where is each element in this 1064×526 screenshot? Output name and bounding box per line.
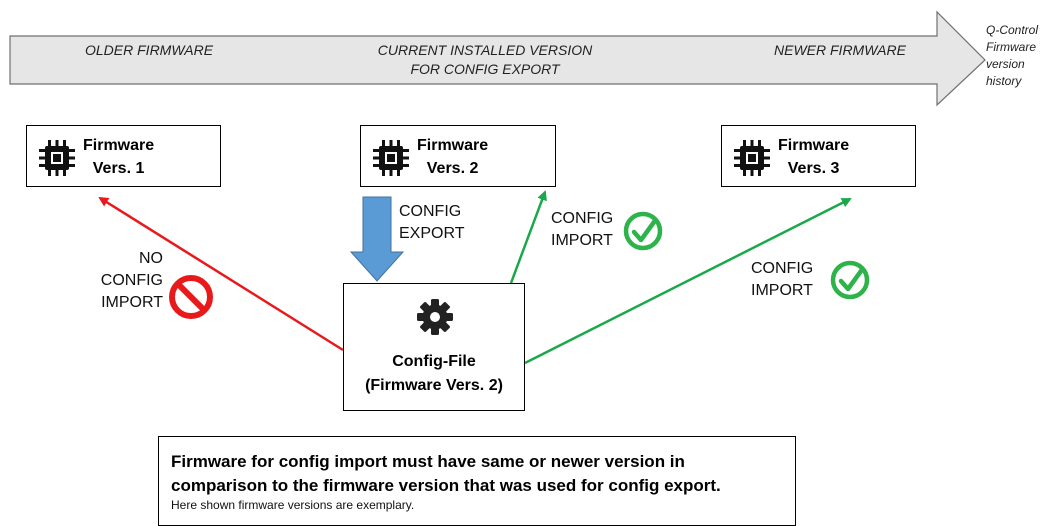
chip-icon [39, 140, 75, 176]
version-history-label: Q-Control Firmware version history [986, 22, 1064, 90]
firmware-label: Firmware Vers. 1 [83, 134, 154, 180]
history-line: version [986, 57, 1025, 71]
no-import-arrow [98, 196, 344, 352]
firmware-box-vers1: Firmware Vers. 1 [26, 125, 221, 187]
label-line: IMPORT [751, 282, 813, 299]
gear-icon [417, 299, 453, 335]
check-icon [623, 211, 663, 251]
firmware-label-line1: Firmware [778, 137, 850, 154]
config-export-label: CONFIG EXPORT [399, 201, 465, 245]
firmware-label-line1: Firmware [83, 137, 155, 154]
chip-icon [373, 140, 409, 176]
config-import-label-vers3: CONFIG IMPORT [751, 258, 813, 302]
label-line: CONFIG [751, 260, 814, 277]
forbidden-icon [169, 275, 213, 319]
history-line: Q-Control [986, 23, 1039, 37]
note-line: Firmware for config import must have sam… [171, 452, 685, 471]
newer-firmware-label: NEWER FIRMWARE [774, 42, 906, 58]
config-file-label: Config-File (Firmware Vers. 2) [344, 350, 524, 398]
config-file-title: Config-File [392, 353, 476, 370]
import-arrow-vers3 [524, 197, 852, 365]
firmware-version-label: Vers. 3 [787, 160, 840, 177]
no-config-import-label: NO CONFIG IMPORT [93, 248, 163, 314]
firmware-label-line1: Firmware [417, 137, 489, 154]
config-file-version: (Firmware Vers. 2) [365, 377, 503, 394]
config-import-label-vers2: CONFIG IMPORT [551, 208, 613, 252]
note-line: comparison to the firmware version that … [171, 476, 721, 495]
config-export-arrow [349, 196, 405, 282]
label-line: CONFIG [100, 272, 163, 289]
label-line: CONFIG [399, 203, 462, 220]
current-version-line2: FOR CONFIG EXPORT [410, 61, 560, 77]
firmware-version-label: Vers. 1 [92, 160, 145, 177]
label-line: IMPORT [101, 294, 163, 311]
version-rule-note: Firmware for config import must have sam… [158, 436, 796, 526]
label-line: EXPORT [399, 225, 465, 242]
firmware-label: Firmware Vers. 3 [778, 134, 849, 180]
firmware-box-vers3: Firmware Vers. 3 [721, 125, 916, 187]
label-line: CONFIG [551, 210, 614, 227]
chip-icon [734, 140, 770, 176]
firmware-label: Firmware Vers. 2 [417, 134, 488, 180]
firmware-box-vers2: Firmware Vers. 2 [360, 125, 556, 187]
older-firmware-label: OLDER FIRMWARE [85, 42, 214, 58]
config-file-box: Config-File (Firmware Vers. 2) [343, 283, 525, 411]
history-line: history [986, 74, 1022, 88]
label-line: IMPORT [551, 232, 613, 249]
note-main-text: Firmware for config import must have sam… [171, 450, 791, 498]
version-timeline-arrow [9, 10, 986, 107]
note-sub-text: Here shown firmware versions are exempla… [171, 498, 415, 512]
check-icon [830, 260, 870, 300]
import-arrow-vers2 [509, 190, 547, 284]
current-version-line1: CURRENT INSTALLED VERSION [377, 42, 593, 58]
firmware-version-label: Vers. 2 [426, 160, 479, 177]
history-line: Firmware [986, 40, 1036, 54]
current-version-label: CURRENT INSTALLED VERSION FOR CONFIG EXP… [335, 41, 635, 79]
label-line: NO [139, 250, 163, 267]
